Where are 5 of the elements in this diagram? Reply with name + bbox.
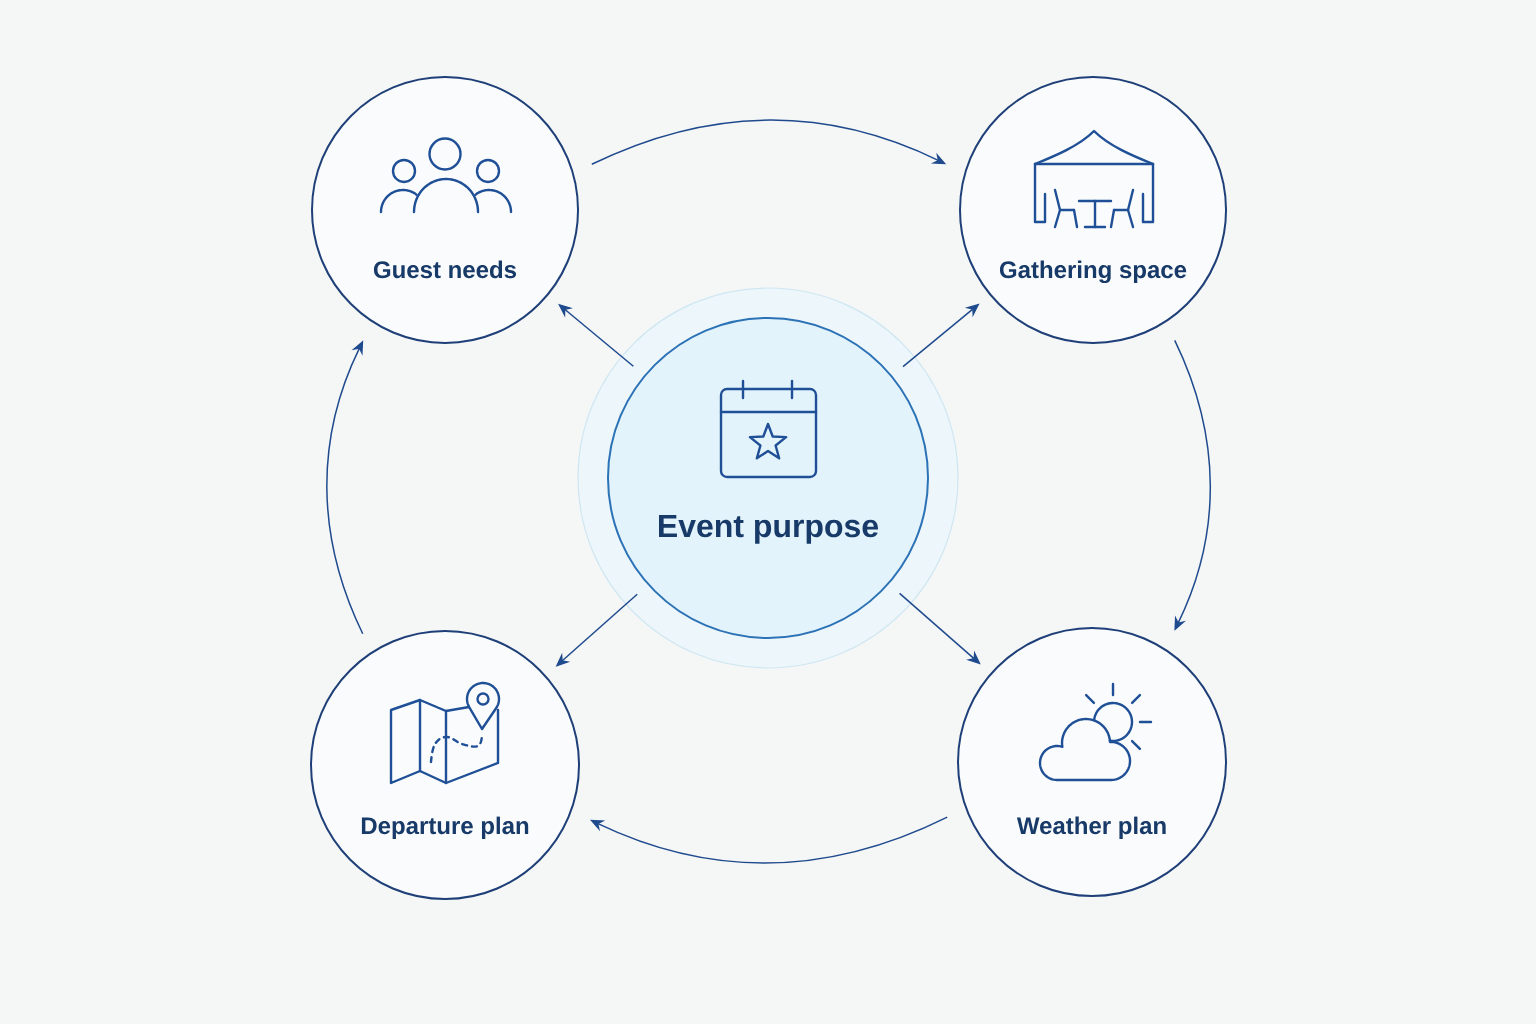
circle-node: Event purpose [607,317,929,639]
circle-node: Guest needs [311,76,579,344]
circle-node: Weather plan [957,627,1227,897]
circle-node: Gathering space [959,76,1227,344]
circle-node: Departure plan [310,630,580,900]
